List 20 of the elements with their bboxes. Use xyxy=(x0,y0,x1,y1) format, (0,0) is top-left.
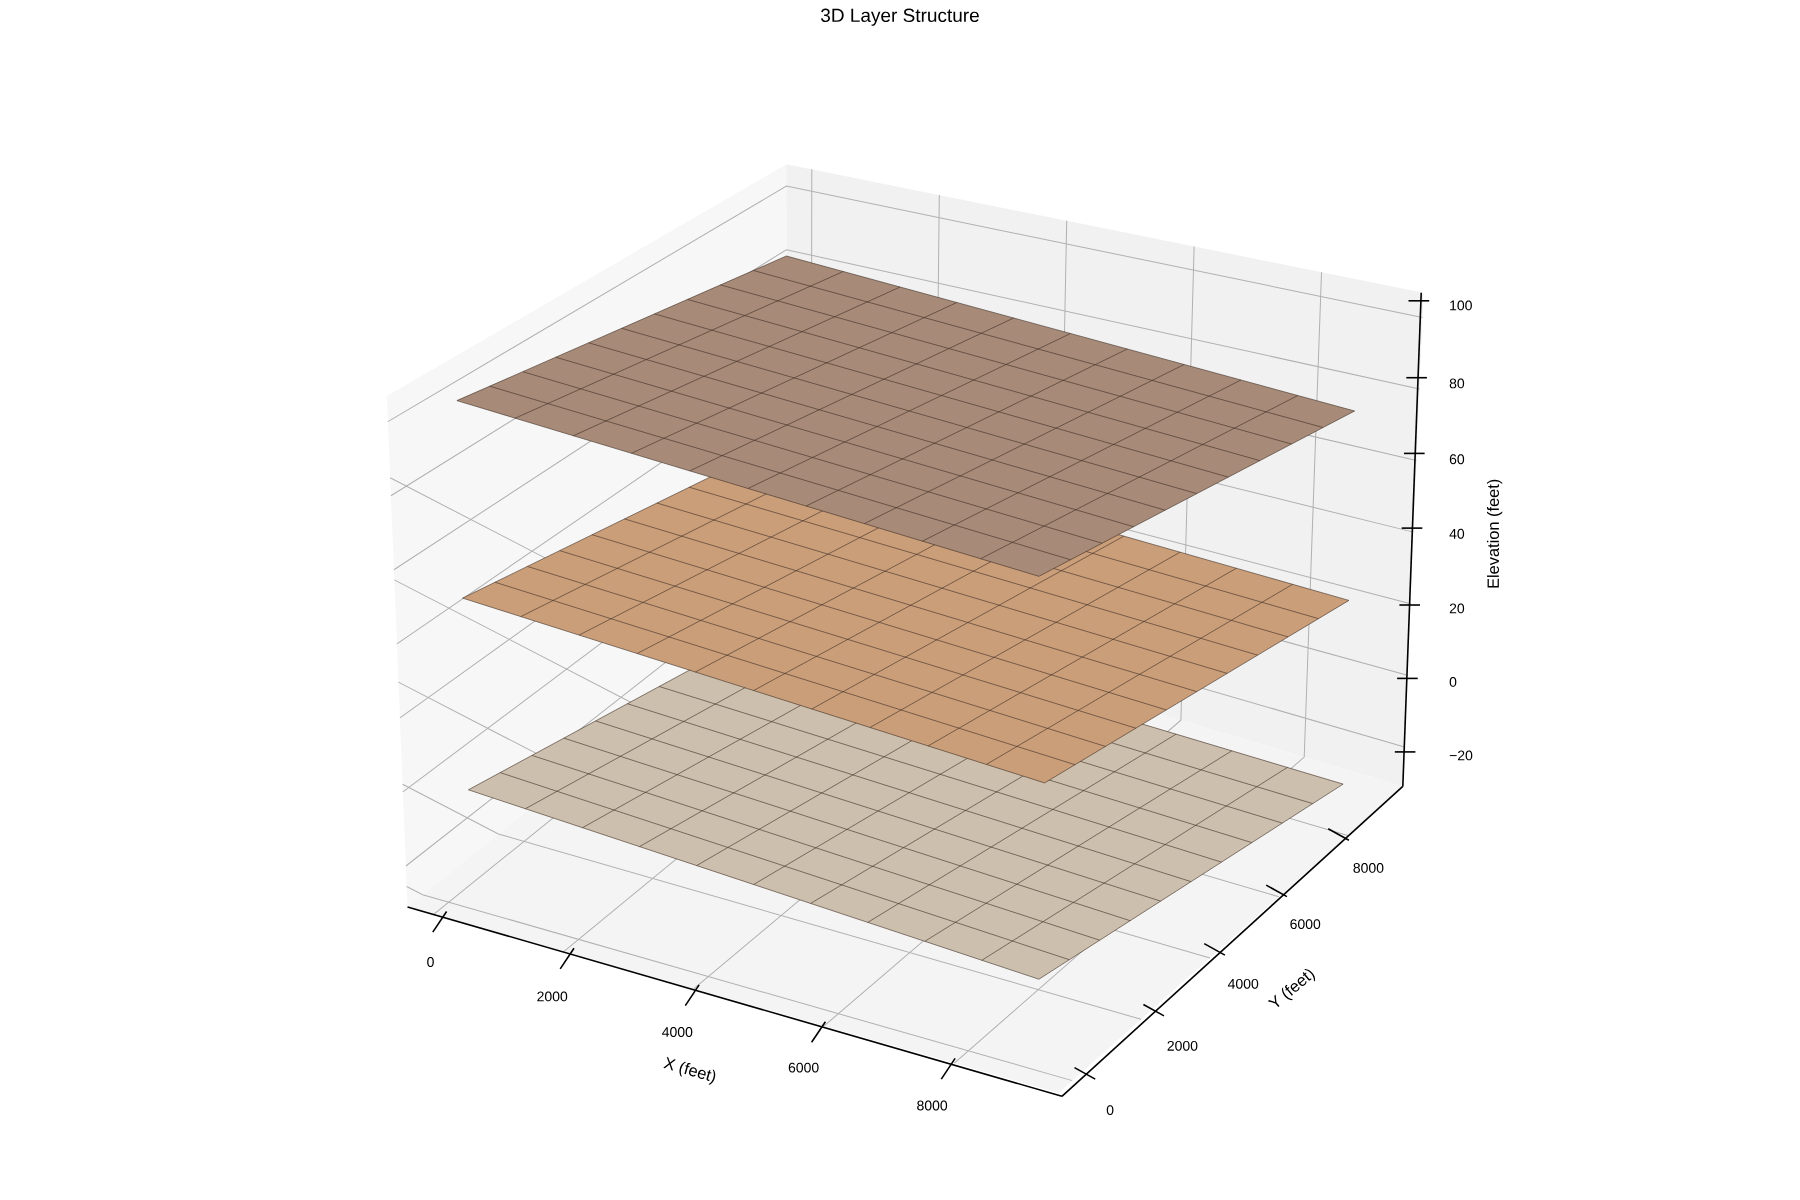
tick-label: −20 xyxy=(1449,750,1473,761)
tick-label: 4000 xyxy=(1227,978,1259,989)
axis-label: X (feet) xyxy=(663,1057,716,1085)
tick-label: 8000 xyxy=(1353,863,1384,873)
tick-label: 20 xyxy=(1449,603,1465,614)
tick-label: 0 xyxy=(1106,1105,1114,1116)
tick-label: 2000 xyxy=(1167,1040,1198,1051)
tick-label: 40 xyxy=(1449,528,1465,539)
tick-label: 4000 xyxy=(662,1027,693,1037)
tick-label: 80 xyxy=(1449,378,1465,389)
tick-label: 60 xyxy=(1449,454,1465,465)
tick-label: 6000 xyxy=(1290,919,1321,930)
title: 3D Layer Structure xyxy=(821,8,979,26)
tick-label: 0 xyxy=(427,957,434,967)
axis-label: Elevation (feet) xyxy=(1486,479,1503,588)
tick-label: 2000 xyxy=(537,991,568,1002)
tick-label: 6000 xyxy=(788,1062,819,1073)
tick-label: 100 xyxy=(1450,300,1472,311)
tick-label: 8000 xyxy=(917,1100,948,1111)
tick-label: 0 xyxy=(1449,676,1457,687)
